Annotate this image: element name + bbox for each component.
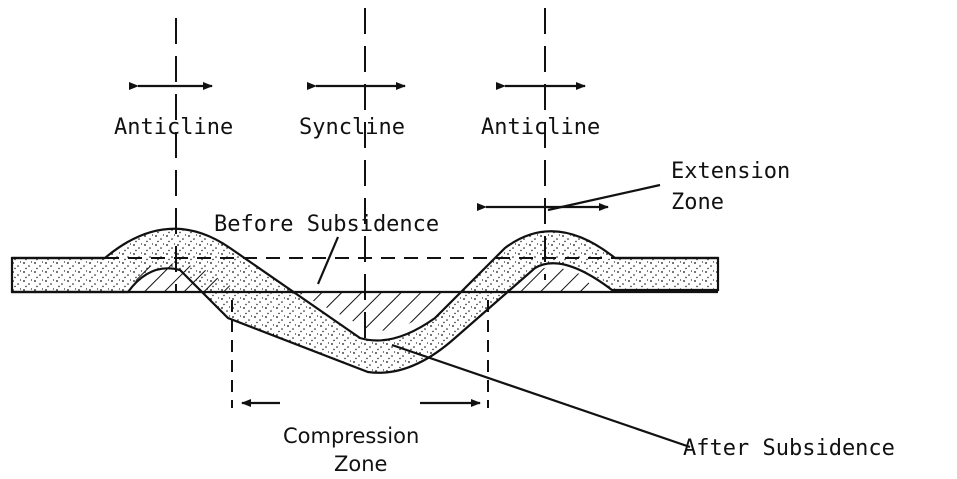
anticline-left-label: Anticline — [114, 115, 233, 140]
after-subsidence-label: After Subsidence — [683, 436, 895, 461]
extension-zone-label-line2: Zone — [671, 190, 724, 215]
before-subsidence-label: Before Subsidence — [214, 212, 439, 237]
anticline-right-label: Anticline — [481, 115, 600, 140]
extension-zone-label-line1: Extension — [671, 159, 790, 184]
syncline-label: Syncline — [299, 115, 405, 140]
compression-zone-label-line2: Zone — [334, 452, 387, 476]
compression-zone-label-line1: Compression — [283, 424, 419, 448]
